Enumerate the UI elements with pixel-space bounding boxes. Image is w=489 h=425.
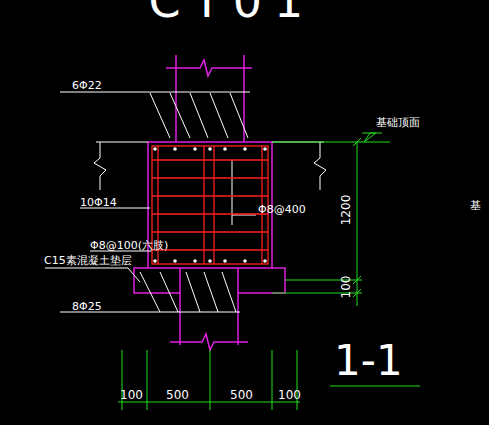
section-label: 1-1: [334, 340, 403, 382]
level-label: 基础顶面: [376, 117, 420, 128]
dimension: 100: [278, 389, 301, 401]
material-callout: C15素混凝土垫层: [44, 255, 132, 266]
rebar-callout: 8Φ25: [72, 301, 102, 312]
dimension: 500: [230, 389, 253, 401]
rebar-callout: 6Φ22: [72, 80, 102, 91]
rebar-callout: Φ8@400: [258, 204, 306, 215]
drawing-title: CT01: [149, 0, 316, 24]
dimension: 100: [340, 276, 352, 299]
cut-off-text: 基: [470, 200, 481, 211]
rebar-callout: 10Φ14: [80, 197, 117, 208]
dimension: 1200: [340, 195, 352, 226]
dimension: 500: [166, 389, 189, 401]
dimension: 100: [120, 389, 143, 401]
rebar-callout: Φ8@100(六肢): [90, 240, 168, 251]
